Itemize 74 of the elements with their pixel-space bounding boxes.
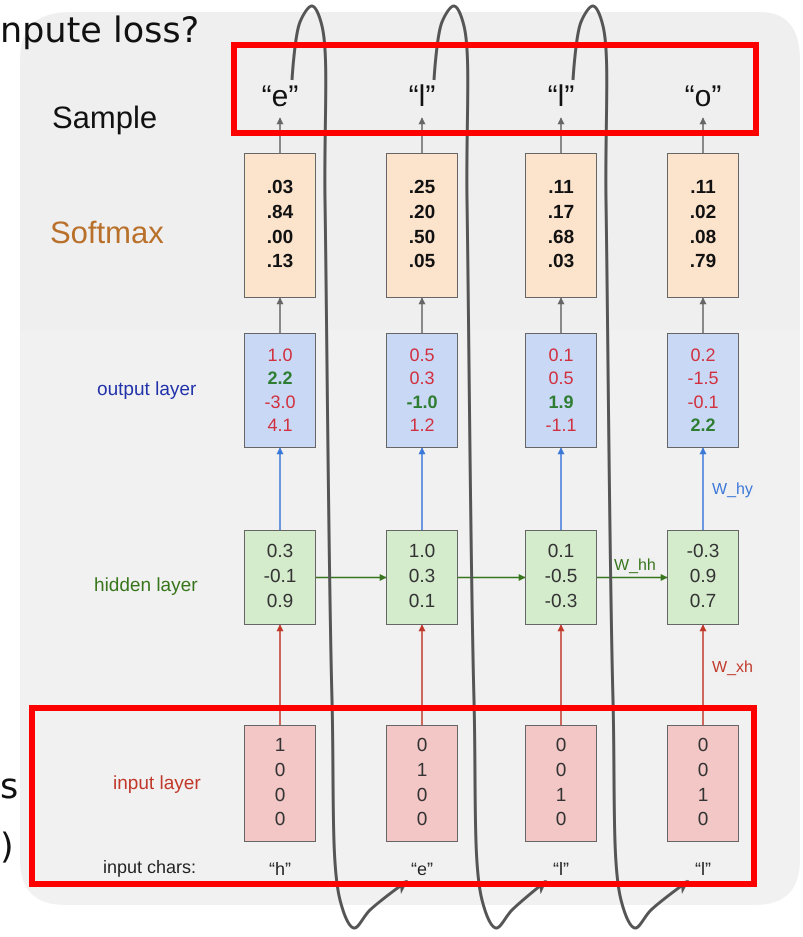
input-vector-box xyxy=(386,725,458,842)
vector-values: -0.3 0.9 0.7 xyxy=(686,540,720,614)
vector-values: 1.0 2.2 -3.0 4.1 xyxy=(264,344,296,437)
arrow xyxy=(276,624,284,725)
layer-label: input layer xyxy=(113,774,201,795)
softmax-vector-box xyxy=(667,153,739,298)
arrow xyxy=(418,297,426,333)
layer-label: Softmax xyxy=(50,216,164,250)
feedback-loop-arrow xyxy=(572,4,690,930)
arrow xyxy=(558,447,564,530)
edge-label: W_xh xyxy=(711,658,754,677)
hidden-vector-box xyxy=(525,530,597,625)
arrow xyxy=(558,624,564,725)
arrow xyxy=(316,574,387,581)
vector-values: 1.0 0.3 0.1 xyxy=(408,540,436,614)
arrow xyxy=(276,117,284,153)
arrow xyxy=(700,297,706,333)
text-fragment: ) xyxy=(0,828,14,866)
feedback-loop-arrow xyxy=(432,4,548,930)
vector-values: 0.3 -0.1 0.9 xyxy=(264,540,296,614)
text-fragment: s xyxy=(0,768,18,806)
vector-values: 0.1 -0.5 -0.3 xyxy=(544,540,578,614)
input-character: “l” xyxy=(536,857,586,881)
arrow xyxy=(418,624,426,725)
vector-values: 0 1 0 0 xyxy=(416,734,428,832)
hidden-vector-box xyxy=(244,530,316,625)
arrow xyxy=(700,447,706,530)
vector-values: 1 0 0 0 xyxy=(274,734,286,832)
arrow xyxy=(276,297,284,333)
input-character: “l” xyxy=(678,857,728,881)
vector-values: 0 0 1 0 xyxy=(556,734,566,832)
edge-label: W_hy xyxy=(711,480,754,499)
output-vector-box xyxy=(667,333,739,448)
hidden-vector-box xyxy=(386,530,458,625)
sampled-character: “l” xyxy=(529,76,593,118)
vector-values: 0.2 -1.5 -0.1 2.2 xyxy=(687,344,719,437)
output-vector-box xyxy=(525,333,597,448)
layer-label: output layer xyxy=(97,380,196,401)
arrow xyxy=(276,447,284,530)
arrow xyxy=(418,117,426,153)
vector-values: 0.1 0.5 1.9 -1.1 xyxy=(545,344,577,437)
vector-values: .03 .84 .00 .13 xyxy=(266,176,294,274)
input-vector-box xyxy=(244,725,316,842)
vector-values: 0.5 0.3 -1.0 1.2 xyxy=(406,344,438,437)
input-vector-box xyxy=(525,725,597,842)
softmax-vector-box xyxy=(386,153,458,298)
sampled-character: “o” xyxy=(671,76,735,118)
row-label: input chars: xyxy=(103,858,196,878)
input-vector-box xyxy=(667,725,739,842)
output-vector-box xyxy=(386,333,458,448)
layer-label: hidden layer xyxy=(94,576,198,597)
arrow xyxy=(418,447,426,530)
arrow xyxy=(597,574,668,581)
vector-values: .11 .02 .08 .79 xyxy=(690,176,716,274)
heading-fragment: npute loss? xyxy=(0,12,200,50)
layer-label: Sample xyxy=(52,101,158,136)
vector-values: 0 0 1 0 xyxy=(698,734,708,832)
edge-label: W_hh xyxy=(613,556,657,575)
vector-values: .11 .17 .68 .03 xyxy=(548,176,574,274)
softmax-vector-box xyxy=(244,153,316,298)
arrow xyxy=(458,574,526,581)
feedback-loop-arrow xyxy=(290,4,408,930)
arrow xyxy=(558,297,564,333)
vector-values: .25 .20 .50 .05 xyxy=(408,176,436,274)
arrow xyxy=(558,117,564,153)
softmax-vector-box xyxy=(525,153,597,298)
input-character: “h” xyxy=(255,857,305,881)
input-character: “e” xyxy=(397,857,447,881)
sampled-character: “e” xyxy=(248,76,312,118)
arrow xyxy=(700,117,706,153)
sampled-character: “l” xyxy=(390,76,454,118)
output-vector-box xyxy=(244,333,316,448)
hidden-vector-box xyxy=(667,530,739,625)
arrow xyxy=(700,624,706,725)
